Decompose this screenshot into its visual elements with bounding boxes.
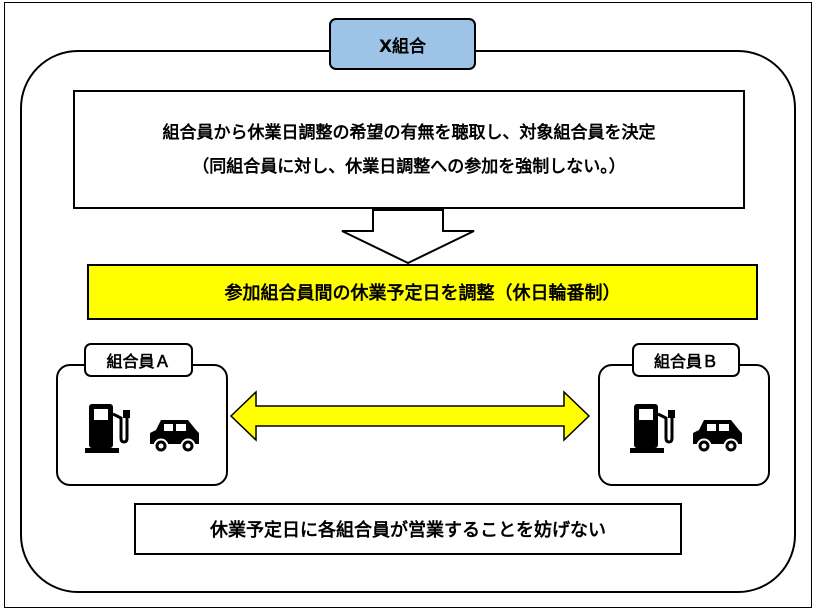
policy-box: 組合員から休業日調整の希望の有無を聴取し、対象組合員を決定 （同組合員に対し、休…: [73, 90, 745, 209]
policy-line-1: 組合員から休業日調整の希望の有無を聴取し、対象組合員を決定: [162, 122, 656, 143]
figure-frame: [4, 2, 812, 608]
car-icon: [693, 420, 742, 454]
coordination-text: 参加組合員間の休業予定日を調整（休日輪番制）: [224, 283, 621, 304]
member-b-label: 組合員Ｂ: [632, 343, 740, 377]
member-b-name: 組合員Ｂ: [653, 352, 718, 371]
footer-text: 休業予定日に各組合員が営業することを妨げない: [210, 520, 606, 541]
footer-box: 休業予定日に各組合員が営業することを妨げない: [134, 503, 682, 555]
member-a-name: 組合員Ａ: [106, 352, 171, 371]
fuel-pump-icon: [85, 404, 130, 453]
union-name-tag: X組合: [329, 18, 476, 70]
fuel-pump-icon: [630, 404, 675, 453]
union-name: X組合: [378, 36, 427, 57]
member-a-label: 組合員Ａ: [84, 343, 193, 377]
double-arrow-icon: [229, 390, 591, 442]
member-a-box: [56, 364, 228, 486]
coordination-box: 参加組合員間の休業予定日を調整（休日輪番制）: [87, 264, 758, 320]
policy-line-2: （同組合員に対し、休業日調整への参加を強制しない。）: [192, 156, 626, 177]
down-arrow-icon: [341, 209, 475, 265]
car-icon: [150, 420, 199, 454]
